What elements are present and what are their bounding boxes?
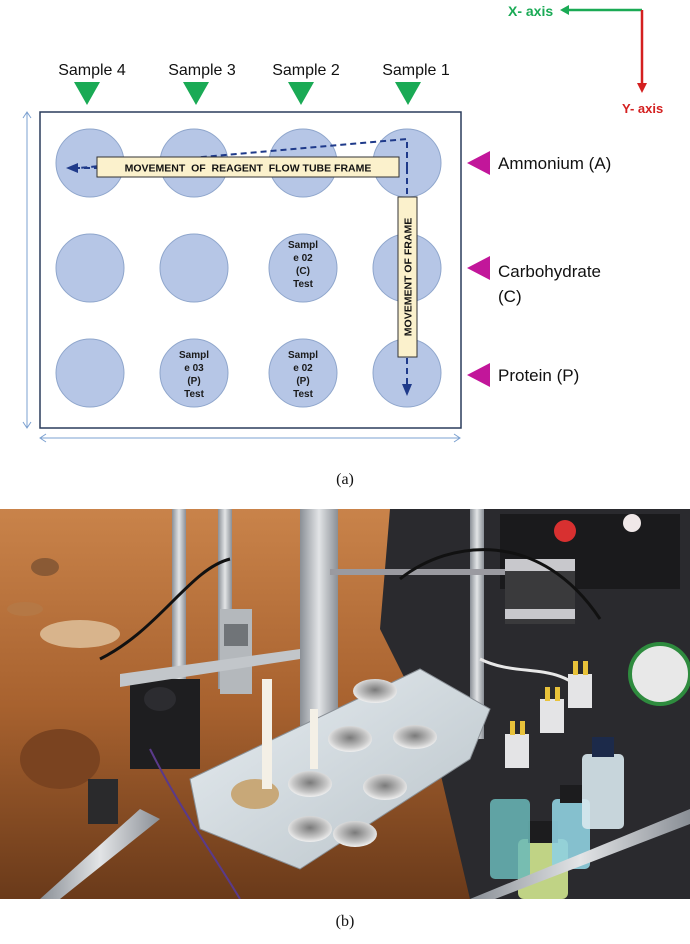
well-c-sample4 <box>55 233 125 303</box>
sample-1-marker <box>395 82 421 105</box>
frame-bar <box>120 649 300 687</box>
well-p-sample3-text-4: Test <box>184 389 204 400</box>
aluminum-post <box>300 509 338 749</box>
sample-1-label: Sample 1 <box>382 62 450 79</box>
well-c-sample2 <box>268 233 338 303</box>
protein-marker <box>467 363 490 387</box>
reagent-bottle-clear <box>582 754 624 829</box>
acrylic-tray <box>189 668 491 870</box>
rock <box>20 729 100 789</box>
sample-4-marker <box>74 82 100 105</box>
well-p-sample2-text-3: (P) <box>296 376 309 387</box>
y-axis-label: Y- axis <box>622 101 663 116</box>
well-p-sample3 <box>159 338 229 408</box>
well-p-sample3-text-3: (P) <box>187 376 200 387</box>
sample-2-marker <box>288 82 314 105</box>
sample-cup <box>363 774 407 800</box>
carbohydrate-label-abbr: (C) <box>498 287 522 306</box>
rock <box>31 558 59 576</box>
wire <box>99 557 231 661</box>
sample-cup <box>288 771 332 797</box>
frame-bar <box>470 809 690 899</box>
ammonium-marker <box>467 151 490 175</box>
well-p-sample4 <box>55 338 125 408</box>
wire <box>149 748 241 899</box>
sample-cup <box>288 816 332 842</box>
width-dimension-arrow <box>39 433 461 443</box>
protein-label: Protein (P) <box>498 366 579 385</box>
well-c-sample2-text-1: Sampl <box>288 240 318 251</box>
well-c-sample2-text-3: (C) <box>296 266 310 277</box>
aluminum-post <box>470 509 484 739</box>
aluminum-post <box>172 509 186 699</box>
rock <box>7 602 43 616</box>
rock <box>40 620 120 648</box>
vertical-frame-label-box <box>397 196 418 358</box>
axis-indicator: X- axis Y- axis <box>508 3 663 116</box>
micro-pump <box>540 699 564 733</box>
sample-4-label: Sample 4 <box>58 62 126 79</box>
sample-cup <box>393 725 437 749</box>
micro-pump <box>505 734 529 768</box>
wire <box>399 548 602 620</box>
sticker-red <box>554 520 576 542</box>
sample-cup <box>353 679 397 703</box>
pump <box>220 609 252 694</box>
x-axis-label: X- axis <box>508 3 553 19</box>
carbohydrate-label: Carbohydrate <box>498 262 601 281</box>
well-p-sample3-text-1: Sampl <box>179 350 209 361</box>
sample-cup <box>328 726 372 752</box>
sample-3-label: Sample 3 <box>168 62 236 79</box>
movement-arrow-left <box>66 163 78 173</box>
rover-photo <box>0 509 690 899</box>
vertical-frame-label: MOVEMENT OF FRAME <box>403 218 415 336</box>
sample-cup <box>333 821 377 847</box>
movement-arrow-down <box>402 384 412 396</box>
reagent-bottle-teal <box>490 799 530 879</box>
well-c-sample2-text-2: e 02 <box>293 253 313 264</box>
well-p-sample2 <box>268 338 338 408</box>
micro-pump <box>568 674 592 708</box>
sticker-flower <box>623 514 641 532</box>
well-p-sample3-text-2: e 03 <box>184 363 204 374</box>
well-p-sample2-text-2: e 02 <box>293 363 313 374</box>
caption-a: (a) <box>336 471 354 488</box>
horizontal-frame-label-box <box>96 156 400 178</box>
sticker-logo <box>628 642 690 706</box>
well-p-sample2-text-1: Sampl <box>288 350 318 361</box>
carbohydrate-marker <box>467 256 490 280</box>
probe-tube <box>262 679 272 789</box>
well-c-sample2-text-4: Test <box>293 279 313 290</box>
ammonium-label: Ammonium (A) <box>498 154 611 173</box>
caption-b: (b) <box>335 913 355 930</box>
horizontal-frame-label: MOVEMENT OF REAGENT FLOW TUBE FRAME <box>125 163 372 175</box>
probe-tube <box>310 709 318 769</box>
sample-2-label: Sample 2 <box>272 62 340 79</box>
well-p-sample2-text-4: Test <box>293 389 313 400</box>
frame-bar <box>40 809 160 899</box>
side-cylinder <box>88 779 118 824</box>
well-c-sample3 <box>159 233 229 303</box>
sample-3-marker <box>183 82 209 105</box>
lead-screw <box>330 569 530 575</box>
reagent-bottle-blue <box>552 799 590 869</box>
well-layout-diagram: X- axis Y- axis Sample 4 Sample 3 Sample… <box>22 3 663 443</box>
height-dimension-arrow <box>22 111 32 429</box>
